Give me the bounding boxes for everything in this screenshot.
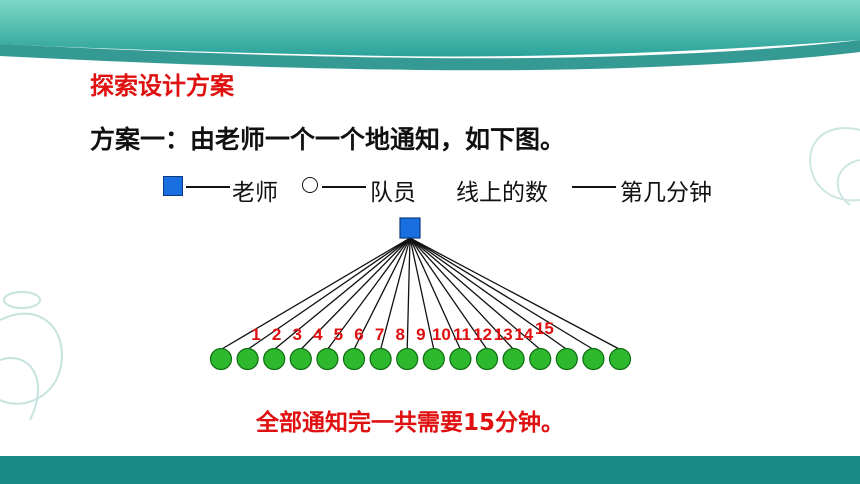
minute-legend-label: 第几分钟 xyxy=(620,180,712,206)
line-number-legend-label: 线上的数 xyxy=(456,180,548,206)
left-decoration xyxy=(0,291,63,421)
team-member-node xyxy=(502,347,525,371)
connection-line xyxy=(300,237,411,350)
team-member-node xyxy=(316,347,339,371)
team-member-node xyxy=(582,347,605,371)
section-heading: 探索设计方案 xyxy=(90,71,234,100)
team-member-node xyxy=(449,347,472,371)
minute-label: 9 xyxy=(416,325,425,344)
conclusion-text: 全部通知完一共需要15分钟。 xyxy=(256,410,565,436)
minute-label: 1 xyxy=(251,325,260,344)
minute-label: 7 xyxy=(375,325,384,344)
connection-line xyxy=(409,237,541,350)
minute-legend-dash xyxy=(572,186,616,188)
right-decoration xyxy=(809,127,860,206)
connection-line xyxy=(409,237,515,350)
minute-label: 6 xyxy=(354,325,363,344)
connection-line xyxy=(273,237,411,351)
minute-label: 11 xyxy=(453,325,471,344)
connection-line xyxy=(409,237,488,350)
member-legend-dash xyxy=(322,186,366,188)
minute-label: 14 xyxy=(514,325,533,344)
team-member-node xyxy=(236,347,259,371)
teacher-legend-square xyxy=(163,176,183,196)
connection-line xyxy=(326,237,411,350)
plan-description: 方案一：由老师一个一个地通知，如下图。 xyxy=(90,125,566,154)
team-member-node xyxy=(342,347,366,371)
minute-label: 2 xyxy=(272,325,281,344)
minute-label: 4 xyxy=(313,325,323,344)
minute-label: 8 xyxy=(395,325,404,344)
team-member-node xyxy=(209,347,233,371)
minute-label: 15 xyxy=(535,319,554,338)
team-member-node xyxy=(555,347,578,371)
minute-label: 12 xyxy=(473,325,492,344)
connection-line xyxy=(409,237,621,351)
connection-line xyxy=(409,237,461,350)
team-member-node xyxy=(396,347,419,371)
team-member-node xyxy=(422,347,445,371)
connection-line xyxy=(409,237,568,351)
connection-line xyxy=(379,237,411,350)
top-band-stripe xyxy=(0,40,860,71)
connection-line xyxy=(409,237,435,350)
team-member-node xyxy=(263,347,286,371)
connection-line xyxy=(247,237,411,351)
minute-label: 3 xyxy=(292,325,301,344)
team-member-node xyxy=(369,347,392,371)
team-member-node xyxy=(608,347,632,371)
connection-line xyxy=(220,237,411,351)
connection-line xyxy=(406,237,411,350)
team-member-node xyxy=(475,347,499,371)
top-band xyxy=(0,0,860,57)
connection-line xyxy=(409,237,594,351)
bottom-band xyxy=(0,456,860,484)
member-legend-circle xyxy=(302,177,318,193)
team-member-node xyxy=(529,347,552,371)
teacher-legend-label: 老师 xyxy=(232,180,278,206)
team-member-node xyxy=(289,347,312,371)
teacher-node xyxy=(399,217,421,239)
minute-label: 10 xyxy=(432,325,451,344)
minute-label: 13 xyxy=(494,325,513,344)
teacher-legend-dash xyxy=(186,186,230,188)
member-legend-label: 队员 xyxy=(370,180,416,206)
minute-label: 5 xyxy=(334,325,343,344)
connection-line xyxy=(353,237,411,350)
